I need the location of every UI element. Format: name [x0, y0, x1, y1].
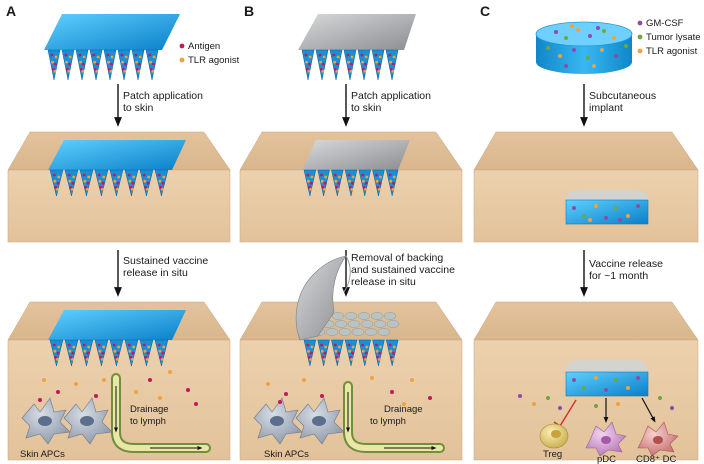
skin-apc-cell-a1	[21, 397, 71, 445]
skin-apc-cell-b2	[295, 397, 345, 445]
peeled-backing	[295, 255, 347, 341]
released-molecules-a	[38, 370, 198, 406]
pdc-cell	[585, 421, 627, 457]
step-b1-line2: to skin	[351, 102, 382, 114]
drainage-label-a-line1: Drainage	[130, 404, 169, 415]
skin-apcs-label-b: Skin APCs	[264, 449, 309, 460]
legend-tlr-agonist-label: TLR agonist	[188, 55, 240, 66]
drainage-label-b-line1: Drainage	[384, 404, 423, 415]
step-a2-line1: Sustained vaccine	[123, 255, 208, 267]
legend-antigen-label: Antigen	[188, 41, 220, 52]
skin-apc-cell-b1	[253, 397, 303, 445]
skin-block-a1	[7, 131, 231, 243]
legend-a: Antigen TLR agonist	[179, 41, 240, 66]
panel-letter-a: A	[6, 3, 16, 19]
legend-c: GM-CSF Tumor lysate TLR agonist	[637, 18, 701, 57]
skin-block-c2	[473, 301, 699, 461]
skin-apc-cell-a2	[63, 397, 113, 445]
skin-block-b2	[239, 255, 463, 461]
panel-a: Antigen TLR agonist Patch application to…	[7, 14, 240, 461]
skin-apcs-label-a: Skin APCs	[20, 449, 65, 460]
microneedle-patch-a	[44, 14, 180, 81]
step-c1-line2: implant	[589, 102, 623, 114]
panel-b: Patch application to skin Removal of bac…	[239, 14, 463, 461]
step-c1-line1: Subcutaneous	[589, 90, 656, 102]
pdc-label: pDC	[597, 454, 616, 464]
treg-label: Treg	[543, 449, 562, 460]
panel-letter-c: C	[480, 3, 490, 19]
step-a1-line1: Patch application	[123, 90, 203, 102]
drainage-label-a-line2: to lymph	[130, 416, 166, 427]
legend-tlr-agonist-label-c: TLR agonist	[646, 46, 698, 57]
cd8-dc-label: CD8⁺ DC	[636, 454, 677, 464]
step-b1-line1: Patch application	[351, 90, 431, 102]
step-b2-line3: release in situ	[351, 276, 416, 288]
skin-block-c1	[473, 131, 699, 243]
scaffold-disk	[535, 21, 633, 74]
step-b2-line1: Removal of backing	[351, 252, 443, 264]
panel-letter-b: B	[244, 3, 254, 19]
skin-block-a2	[7, 301, 231, 461]
legend-gm-csf-label: GM-CSF	[646, 18, 684, 29]
treg-cell	[539, 423, 569, 449]
step-a1-line2: to skin	[123, 102, 154, 114]
legend-tumor-lysate-label: Tumor lysate	[646, 32, 701, 43]
step-c2-line1: Vaccine release	[589, 258, 663, 270]
released-molecules-b	[266, 376, 432, 406]
skin-block-b1	[239, 131, 463, 243]
step-b2-line2: and sustained vaccine	[351, 264, 455, 276]
step-a2-line2: release in situ	[123, 267, 188, 279]
cd8-dc-cell	[637, 421, 679, 457]
step-c2-line2: for ~1 month	[589, 270, 648, 282]
panel-c: GM-CSF Tumor lysate TLR agonist Subcutan…	[473, 18, 701, 464]
microneedle-patch-b	[298, 14, 416, 81]
drainage-label-b-line2: to lymph	[370, 416, 406, 427]
